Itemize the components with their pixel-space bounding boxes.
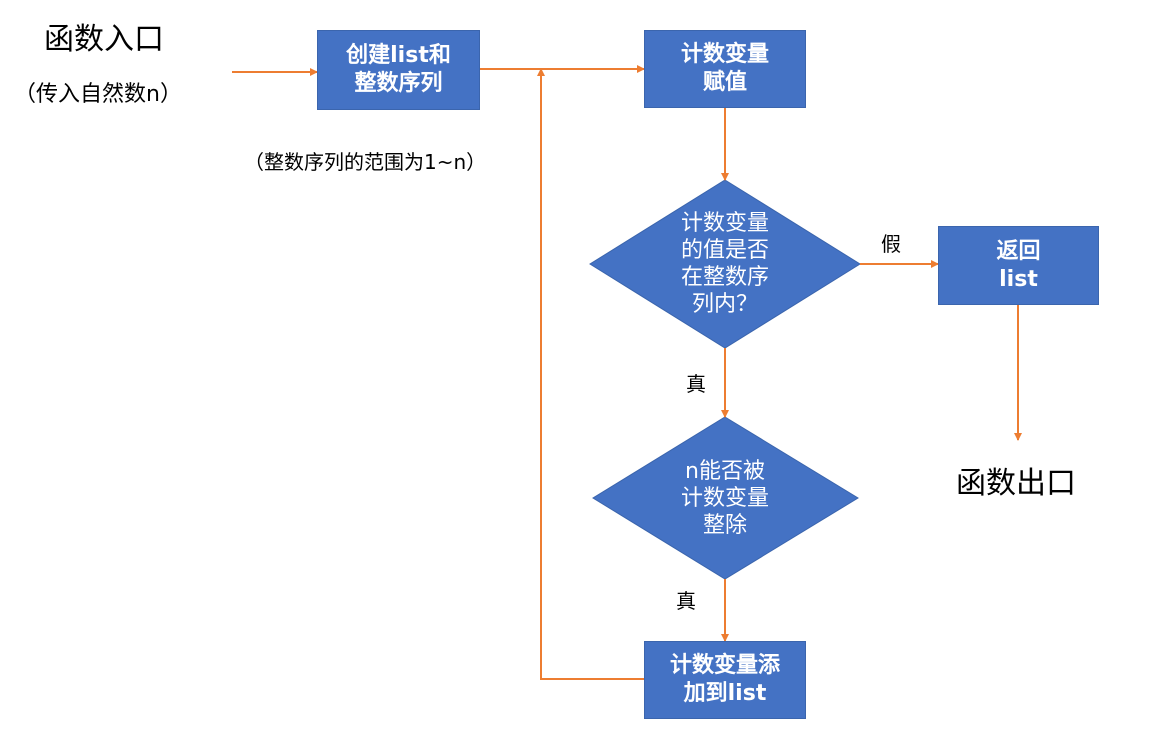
decision-divisible-line-2: 计数变量 [680,485,769,511]
process-assign-line-1: 计数变量 [680,42,769,67]
process-return-list: 返回 list [938,226,1099,305]
arrow-append-loop-back [537,68,644,680]
process-append-to-list: 计数变量添 加到list [644,641,806,719]
edge-label-true-1: 真 [686,372,706,396]
decision-in-range-line-3: 在整数序 [680,265,769,290]
process-return-line-1: 返回 [996,238,1041,264]
entry-param: （传入自然数n） [14,82,182,107]
decision-divisible-line-1: n能否被 [685,458,765,484]
decision-in-range-line-1: 计数变量 [680,211,769,236]
process-create-line-1: 创建list和 [346,43,451,68]
decision-in-range-text: 计数变量 的值是否 在整数序 列内？ [645,205,805,323]
process-create-line-2: 整数序列 [354,71,443,96]
process-append-line-1: 计数变量添 [669,653,780,678]
edge-label-true-2: 真 [676,589,696,613]
edge-label-false: 假 [881,232,901,256]
process-return-line-2: list [999,266,1038,292]
process-assign-line-2: 赋值 [702,70,747,95]
decision-divisible-text: n能否被 计数变量 整除 [645,454,805,542]
decision-in-range-line-2: 的值是否 [680,238,769,263]
range-note: （整数序列的范围为1~n） [244,150,487,174]
decision-divisible-line-3: 整除 [702,512,747,538]
process-append-line-2: 加到list [683,681,767,706]
decision-in-range-line-4: 列内？ [691,292,758,317]
process-assign-counter: 计数变量 赋值 [644,30,806,108]
process-create-list: 创建list和 整数序列 [317,30,480,110]
entry-title: 函数入口 [44,22,164,57]
exit-label: 函数出口 [956,466,1076,501]
